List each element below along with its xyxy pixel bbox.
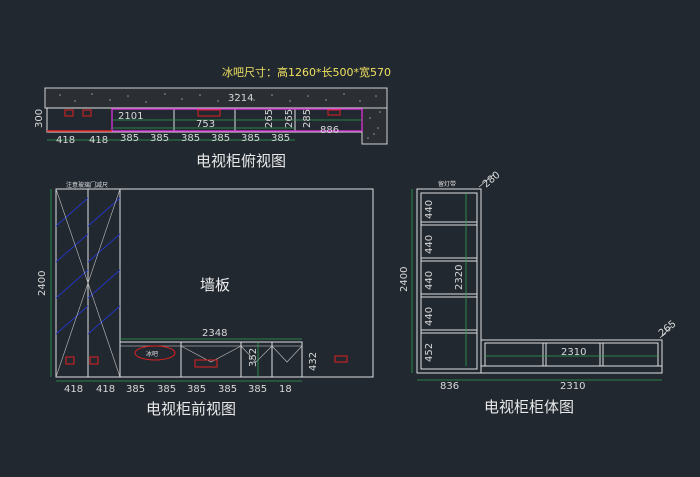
top-bottom-dim: 385: [241, 133, 260, 144]
body-dim-left-width: 836: [440, 381, 459, 392]
wall-label: 墙板: [200, 276, 230, 294]
top-bottom-dim: 385: [211, 133, 230, 144]
front-bottom-dim: 418: [64, 384, 83, 395]
body-dim-low-total: 2310: [560, 381, 585, 392]
body-shelf-dim: 440: [424, 235, 435, 254]
front-bottom-dim: 18: [279, 384, 292, 395]
body-tall-cabinet: [416, 188, 482, 374]
light-strip-label: 留灯带: [438, 180, 456, 188]
top-dim-depth-a: 265: [264, 109, 275, 128]
top-bottom-dim: 385: [150, 133, 169, 144]
front-bottom-dims: 418 418 385 385 385 385 385 18: [64, 384, 292, 395]
top-dim-depth-b: 265: [284, 109, 295, 128]
wall-stipple: [59, 93, 381, 139]
front-dim-low-width: 2348: [202, 328, 227, 339]
top-bottom-dim: 418: [89, 135, 108, 146]
top-view: 3214 2101 753 886 300 265 265 285 418 41…: [34, 87, 388, 170]
door-swing-lines: [55, 188, 121, 378]
front-bottom-dim: 385: [187, 384, 206, 395]
body-view: 留灯带 280 265 2400 2320 440 440 440 440 45…: [399, 170, 679, 416]
body-view-title: 电视柜柜体图: [484, 398, 574, 416]
front-device-2: [89, 356, 99, 365]
fridge-outline: [134, 345, 176, 361]
top-device-4: [327, 109, 341, 116]
top-bottom-dims: 418 418 385 385 385 385 385 385: [56, 133, 290, 146]
front-bottom-dim: 385: [248, 384, 267, 395]
body-dim-height-outer: 2400: [399, 267, 410, 292]
top-bottom-dim: 385: [181, 133, 200, 144]
front-dim-height: 2400: [37, 271, 48, 296]
front-bottom-dim: 385: [157, 384, 176, 395]
body-shelf-dims: 440 440 440 440 452: [424, 200, 435, 362]
body-dim-right-depth: 265: [657, 319, 679, 340]
body-dim-top-depth: 280: [481, 170, 503, 191]
front-dim-drawer: 352: [248, 348, 259, 367]
top-device-2: [82, 109, 92, 117]
top-device-1: [64, 109, 74, 117]
body-shelf-dim: 452: [424, 343, 435, 362]
front-device-4: [334, 355, 348, 363]
top-dim-inner-span: 2101: [118, 111, 143, 122]
glass-hatch: [55, 197, 121, 335]
front-low-cabinet: [119, 341, 303, 378]
top-wall-band: [44, 87, 388, 109]
front-dim-low-height: 432: [308, 352, 319, 371]
front-bottom-dim: 385: [218, 384, 237, 395]
top-dim-inner-segment: 753: [196, 119, 215, 130]
front-view: 冰吧 注意玻璃门减尺 墙板 2348 2400 352 432 418 418 …: [37, 181, 374, 418]
top-dim-depth-c: 285: [302, 109, 313, 128]
top-bottom-dim: 385: [271, 133, 290, 144]
body-shelf-dim: 440: [424, 271, 435, 290]
front-bottom-dim: 418: [96, 384, 115, 395]
front-view-title: 电视柜前视图: [146, 400, 236, 418]
body-shelf-dim: 440: [424, 307, 435, 326]
top-device-3: [197, 109, 221, 117]
body-dim-low-span: 2310: [561, 347, 586, 358]
top-bottom-dim: 418: [56, 135, 75, 146]
front-device-3: [194, 359, 218, 368]
front-device-1: [65, 356, 75, 365]
fridge-label: 冰吧: [146, 350, 158, 358]
body-low-cabinet: [480, 339, 663, 374]
fridge-size-note: 冰吧尺寸：高1260*长500*宽570: [222, 65, 391, 79]
front-bottom-dim: 385: [126, 384, 145, 395]
body-dim-height-inner: 2320: [454, 265, 465, 290]
top-dim-overall: 3214: [228, 93, 253, 104]
top-dim-right-leg: 886: [320, 125, 339, 136]
top-view-title: 电视柜俯视图: [196, 152, 286, 170]
body-shelf-dim: 440: [424, 200, 435, 219]
top-dim-depth-left: 300: [34, 109, 45, 128]
top-bottom-dim: 385: [120, 133, 139, 144]
top-wall-return: [361, 107, 388, 145]
door-note: 注意玻璃门减尺: [66, 181, 108, 189]
